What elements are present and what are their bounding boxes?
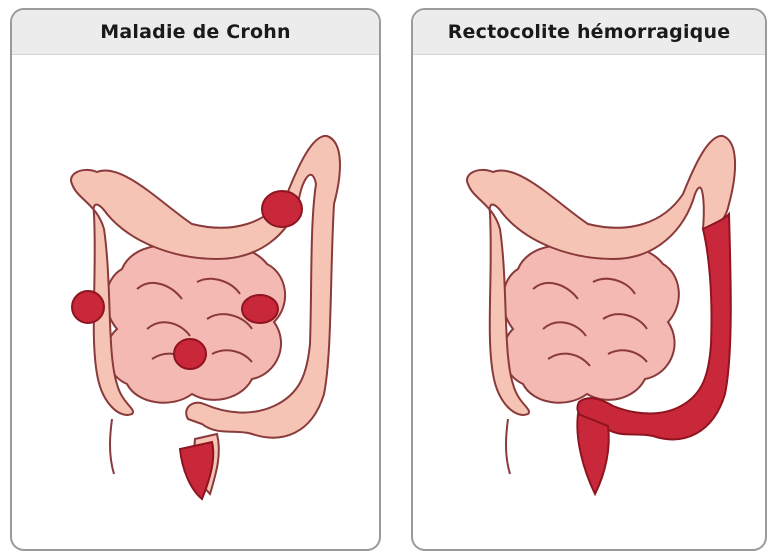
rch-panel: Rectocolite hémorragique (411, 8, 767, 551)
crohn-panel: Maladie de Crohn (10, 8, 381, 551)
small-intestine (503, 245, 679, 402)
crohn-intestine-illustration (12, 54, 379, 549)
rch-intestine-illustration (413, 54, 765, 549)
small-intestine (106, 245, 285, 402)
crohn-panel-title: Maladie de Crohn (12, 10, 379, 55)
rch-panel-title: Rectocolite hémorragique (413, 10, 765, 55)
